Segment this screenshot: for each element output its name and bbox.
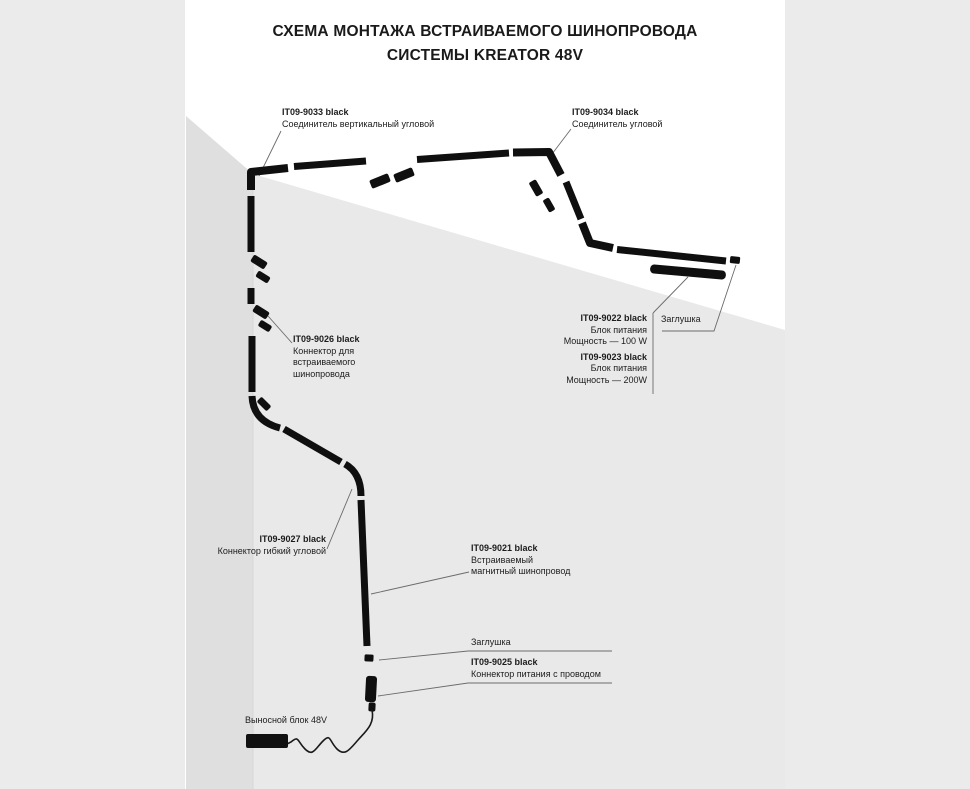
corner-connector [578,221,614,252]
wall-left-face [186,116,253,789]
part-desc: Соединитель вертикальный угловой [282,118,435,129]
part-code: IT09-9022 black [580,313,647,323]
track-connector-piece [393,167,415,183]
label-plug-top: Заглушка [661,314,701,326]
part-desc: Мощность — 100 W [563,336,647,346]
corner-connector-it09-9034 [512,148,565,177]
part-code: IT09-9026 black [293,334,360,344]
flexible-corner-connector [248,395,282,432]
label-it09-9033: IT09-9033 black Соединитель вертикальный… [282,107,434,130]
part-desc: Заглушка [471,637,511,647]
part-desc: Встраиваемый [471,554,534,565]
part-desc: Коннектор гибкий угловой [217,545,326,556]
leader-it09-9026 [267,315,293,344]
track-connector-piece [250,255,268,269]
title-line-1: СХЕМА МОНТАЖА ВСТРАИВАЕМОГО ШИНОПРОВОДА [272,23,698,40]
part-code: IT09-9034 black [572,107,639,117]
track-system [247,148,741,712]
part-desc: Блок питания [590,363,647,373]
track-connector-piece [258,320,272,332]
power-supply-block [650,264,726,280]
part-code: IT09-9033 black [282,107,349,117]
title-line-2: СИСТЕМЫ KREATOR 48V [386,47,584,64]
part-code: IT09-9025 black [471,657,538,667]
label-remote-block: Выносной блок 48V [245,715,327,727]
track-connector-piece [255,271,271,283]
part-code: IT09-9027 black [259,534,326,544]
recessed-magnetic-track-it09-9021 [357,499,371,647]
part-desc: Соединитель угловой [572,118,663,129]
leader-it09-9025 [377,682,612,697]
label-it09-9027: IT09-9027 black Коннектор гибкий угловой [178,534,326,557]
label-plug-bottom: Заглушка [471,637,511,649]
wall-right-face [253,174,785,789]
part-code: IT09-9023 black [580,351,647,362]
part-desc: встраиваемого [293,357,356,367]
label-power-supplies: IT09-9022 black Блок питания Мощность — … [520,313,647,386]
track-segment [562,180,585,221]
part-desc: Мощность — 200W [566,374,647,385]
track-connector-piece [543,197,555,213]
label-it09-9034: IT09-9034 black Соединитель угловой [572,107,662,130]
recessed-track-connector-it09-9026 [252,305,270,319]
part-desc: Блок питания [590,324,647,335]
leader-it09-9027 [326,488,353,550]
part-desc: Коннектор для [293,345,355,356]
leader-plug-top [662,264,737,332]
track-connector-piece [529,179,543,197]
remote-driver-block-48v [246,734,288,748]
label-it09-9025: IT09-9025 black Коннектор питания с пров… [471,657,601,680]
part-desc: Выносной блок 48V [245,715,328,725]
end-cap-plug-top [729,256,741,264]
connector-tip [368,702,376,712]
part-desc: магнитный шинопровод [471,566,571,576]
track-segment [416,149,510,163]
flexible-corner-connector-it09-9027 [343,460,365,497]
leader-power-supply [652,276,689,314]
page-title: СХЕМА МОНТАЖА ВСТРАИВАЕМОГО ШИНОПРОВОДА … [185,20,785,68]
part-desc: Заглушка [661,314,701,324]
track-segment [293,157,367,170]
track-segment [282,425,343,466]
label-it09-9021: IT09-9021 black Встраиваемый магнитный ш… [471,543,570,578]
track-connector-piece [369,173,391,189]
leader-plug-bottom [378,650,612,661]
leader-it09-9021 [370,571,470,595]
track-connector-piece [257,397,271,411]
end-cap-plug-bottom [364,654,374,662]
leader-lines [258,128,737,697]
power-cord-coil [286,709,374,754]
part-desc: шинопровода [293,368,350,379]
part-code: IT09-9021 black [471,543,538,553]
label-it09-9026: IT09-9026 black Коннектор для встраиваем… [293,334,360,380]
track-segment [616,246,727,265]
vertical-corner-connector-it09-9033 [247,164,289,190]
part-desc: Коннектор питания с проводом [471,668,601,679]
room-perspective [186,116,785,789]
power-feed-connector-it09-9025 [364,675,378,703]
